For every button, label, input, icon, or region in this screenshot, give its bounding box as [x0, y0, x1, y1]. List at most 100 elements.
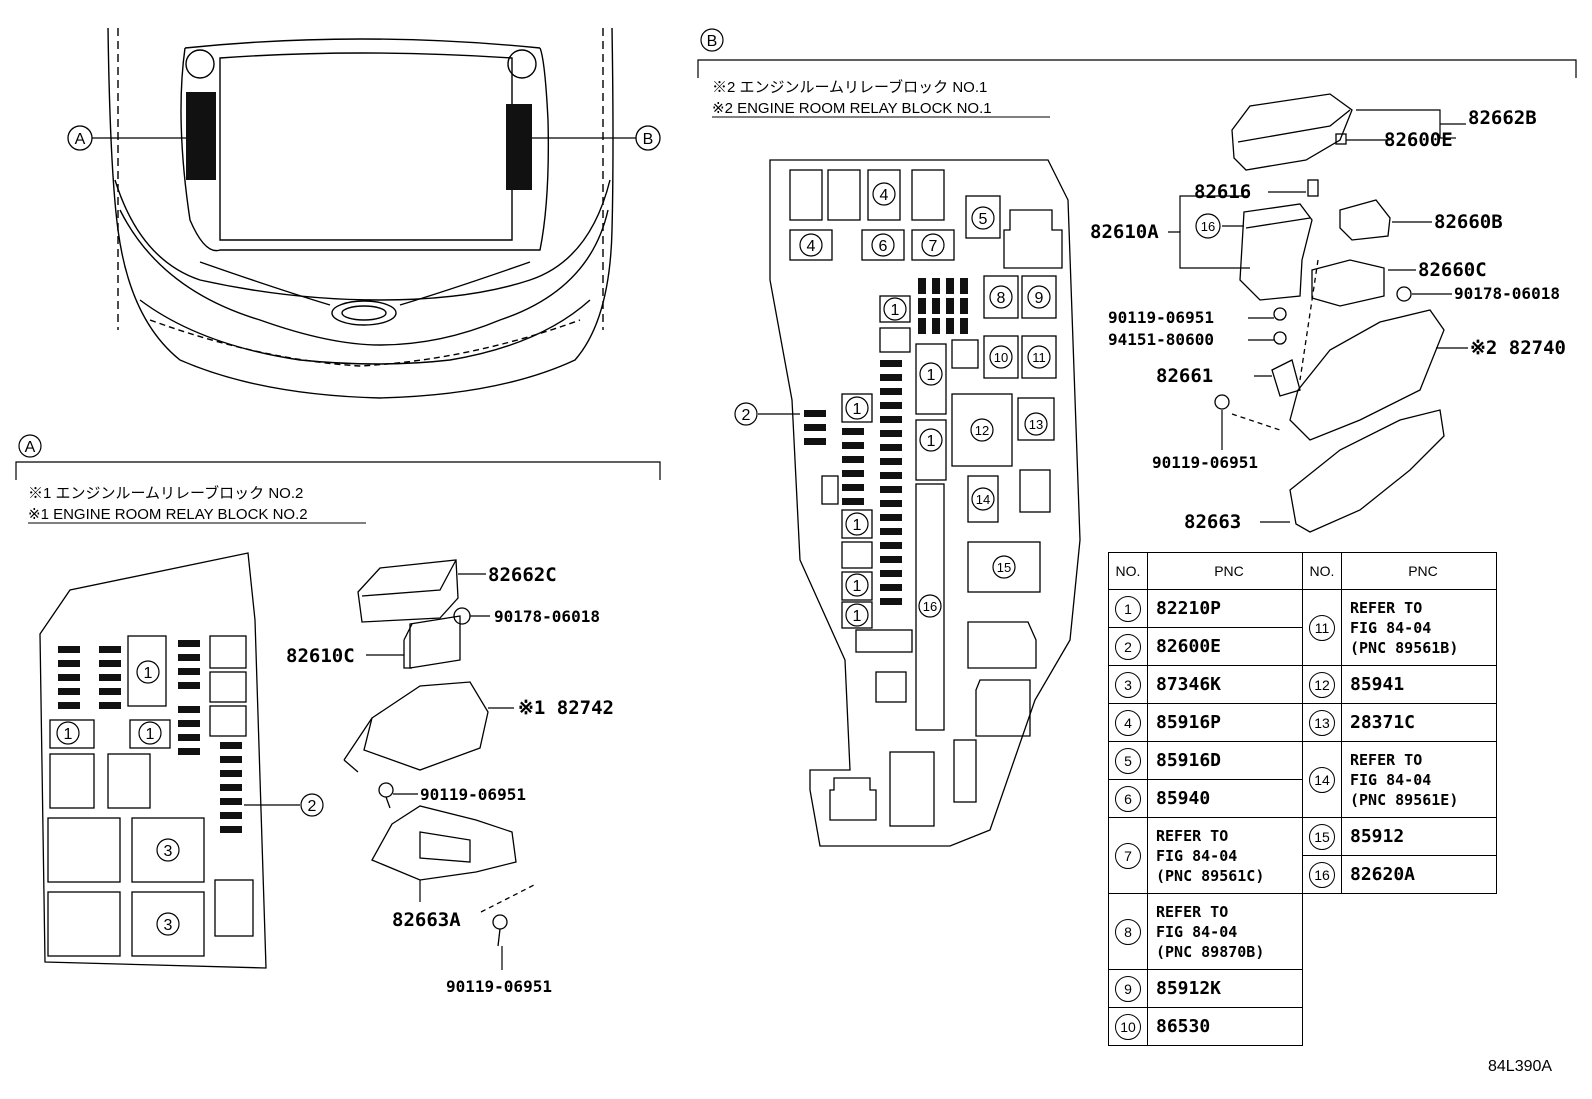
parts-b-labels: 82662B 82600E 82616 82610A 16 82660B 826…	[1090, 107, 1566, 533]
table-no-cell: 9	[1108, 969, 1148, 1008]
part-82662B: 82662B	[1468, 107, 1537, 129]
svg-text:2: 2	[742, 407, 751, 424]
svg-text:1: 1	[927, 433, 936, 450]
table-no-cell: 2	[1108, 627, 1148, 666]
svg-text:4: 4	[880, 187, 889, 204]
relay-block-no1-location	[506, 104, 532, 190]
callout-b-top: B	[635, 125, 661, 151]
table-header-no-right: NO.	[1302, 552, 1342, 590]
svg-text:15: 15	[997, 560, 1011, 575]
table-pnc-cell: 82210P	[1147, 589, 1303, 628]
table-pnc-cell: 85916P	[1147, 703, 1303, 742]
svg-text:1: 1	[853, 401, 862, 418]
parts-a-leaders	[366, 573, 514, 970]
svg-text:1: 1	[853, 578, 862, 595]
part-82616: 82616	[1194, 181, 1251, 203]
part-82742: ※1 82742	[518, 697, 614, 719]
table-header-pnc-left: PNC	[1147, 552, 1303, 590]
table-pnc-cell: REFER TO FIG 84-04 (PNC 89561C)	[1147, 817, 1303, 894]
svg-text:B: B	[643, 131, 654, 148]
relay-block-no2-fuses	[58, 640, 242, 833]
part-82663A: 82663A	[392, 909, 461, 931]
svg-text:6: 6	[879, 238, 888, 255]
relay-block-no2-numbers: 1 1 1 3 3 2	[56, 660, 324, 936]
table-no-cell: 3	[1108, 665, 1148, 704]
section-a-note-en: ※1 ENGINE ROOM RELAY BLOCK NO.2	[28, 506, 308, 523]
relay-block-no1-fuses	[804, 278, 968, 605]
svg-text:5: 5	[979, 211, 988, 228]
table-pnc-cell: 85912	[1341, 817, 1497, 856]
table-no-cell: 16	[1302, 855, 1342, 894]
svg-text:B: B	[707, 33, 718, 50]
part-94151-80600: 94151-80600	[1108, 330, 1214, 349]
svg-text:8: 8	[997, 290, 1006, 307]
car-front-view	[107, 27, 614, 399]
svg-text:3: 3	[164, 843, 173, 860]
table-pnc-cell: REFER TO FIG 84-04 (PNC 89561B)	[1341, 589, 1497, 666]
table-no-cell: 12	[1302, 665, 1342, 704]
table-pnc-cell: 86530	[1147, 1007, 1303, 1046]
svg-text:A: A	[25, 439, 36, 456]
svg-text:16: 16	[923, 599, 937, 614]
svg-text:11: 11	[1032, 350, 1046, 365]
table-no-cell: 4	[1108, 703, 1148, 742]
table-no-cell: 10	[1108, 1007, 1148, 1046]
table-pnc-cell: 85941	[1341, 665, 1497, 704]
svg-text:1: 1	[853, 517, 862, 534]
table-no-cell: 5	[1108, 741, 1148, 780]
svg-text:7: 7	[929, 238, 938, 255]
section-b-header: B ※2 エンジンルームリレーブロック NO.1 ※2 ENGINE ROOM …	[697, 28, 1577, 118]
svg-text:13: 13	[1029, 417, 1043, 432]
svg-text:12: 12	[975, 423, 989, 438]
part-82600E: 82600E	[1384, 129, 1453, 151]
svg-text:1: 1	[146, 726, 155, 743]
pnc-table: NO. PNC NO. PNC 1 82210P 11 REFER TO FIG…	[1108, 552, 1497, 1046]
table-pnc-cell: REFER TO FIG 84-04 (PNC 89870B)	[1147, 893, 1303, 970]
table-pnc-cell: 87346K	[1147, 665, 1303, 704]
svg-text:1: 1	[64, 726, 73, 743]
svg-text:1: 1	[927, 367, 936, 384]
table-no-cell: 11	[1302, 589, 1342, 666]
table-pnc-cell: 28371C	[1341, 703, 1497, 742]
part-90119-06951-a1: 90119-06951	[420, 785, 526, 804]
table-no-cell: 6	[1108, 779, 1148, 818]
part-90119-06951-b2: 90119-06951	[1152, 453, 1258, 472]
svg-text:16: 16	[1201, 219, 1215, 234]
relay-block-no2-layout	[39, 552, 267, 969]
part-90178-06018-b: 90178-06018	[1454, 284, 1560, 303]
parts-b-drawings	[1214, 93, 1445, 533]
relay-block-no1-numbers: 4 5 4 6 7 1 8 9 10 11 1 12 13 1 1 14 1 1…	[734, 182, 1051, 627]
callout-a-top: A	[67, 125, 93, 151]
section-b-note-jp: ※2 エンジンルームリレーブロック NO.1	[712, 78, 987, 96]
part-82660C: 82660C	[1418, 259, 1487, 281]
table-pnc-cell: REFER TO FIG 84-04 (PNC 89561E)	[1341, 741, 1497, 818]
part-82660B: 82660B	[1434, 211, 1503, 233]
table-pnc-cell: 85912K	[1147, 969, 1303, 1008]
table-no-cell: 14	[1302, 741, 1342, 818]
table-header-pnc-right: PNC	[1341, 552, 1497, 590]
callout-16-b	[1195, 213, 1221, 239]
part-90119-06951-a2: 90119-06951	[446, 977, 552, 996]
table-no-cell: 15	[1302, 817, 1342, 856]
svg-text:3: 3	[164, 917, 173, 934]
section-a-note-jp: ※1 エンジンルームリレーブロック NO.2	[28, 484, 303, 502]
svg-text:9: 9	[1035, 290, 1044, 307]
table-no-cell: 8	[1108, 893, 1148, 970]
table-no-cell: 1	[1108, 589, 1148, 628]
relay-block-no2-location	[186, 92, 216, 180]
part-82661: 82661	[1156, 365, 1213, 387]
table-pnc-cell: 85940	[1147, 779, 1303, 818]
part-82740: ※2 82740	[1470, 337, 1566, 359]
table-pnc-cell: 82620A	[1341, 855, 1497, 894]
svg-text:14: 14	[976, 492, 990, 507]
table-header-no-left: NO.	[1108, 552, 1148, 590]
table-pnc-cell: 85916D	[1147, 741, 1303, 780]
relay-block-no1-layout	[769, 159, 1081, 847]
parts-b-leaders	[1168, 109, 1468, 523]
table-no-cell: 7	[1108, 817, 1148, 894]
svg-text:1: 1	[853, 608, 862, 625]
svg-text:4: 4	[807, 238, 816, 255]
section-b-note-en: ※2 ENGINE ROOM RELAY BLOCK NO.1	[712, 100, 992, 117]
svg-text:10: 10	[994, 350, 1008, 365]
